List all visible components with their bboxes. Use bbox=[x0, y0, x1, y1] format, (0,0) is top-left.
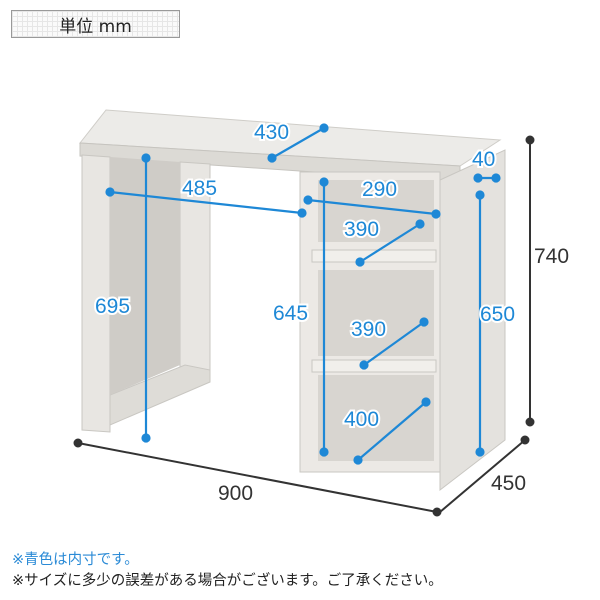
desk-illustration bbox=[79, 109, 506, 492]
dim-390-top: 390 bbox=[344, 218, 379, 241]
dim-485: 485 bbox=[182, 177, 217, 200]
outer-dimension-lines bbox=[73, 135, 535, 517]
dim-645: 645 bbox=[273, 302, 308, 325]
dim-290: 290 bbox=[362, 178, 397, 201]
dim-40: 40 bbox=[472, 148, 495, 171]
dim-650: 650 bbox=[480, 303, 515, 326]
notes: ※青色は内寸です。 ※サイズに多少の誤差がある場合がございます。ご了承ください。 bbox=[12, 550, 443, 592]
inner-dimension-lines bbox=[105, 123, 501, 465]
dim-430: 430 bbox=[254, 121, 289, 144]
note-inner-dimension: ※青色は内寸です。 bbox=[12, 552, 139, 568]
dim-695: 695 bbox=[95, 295, 130, 318]
dim-390-middle: 390 bbox=[351, 318, 386, 341]
dim-740: 740 bbox=[534, 245, 569, 268]
shelf-top bbox=[311, 249, 437, 263]
leg-frame-left-post bbox=[81, 154, 111, 433]
unit-label: 単位 mm bbox=[11, 10, 180, 38]
dim-450: 450 bbox=[491, 472, 526, 495]
dim-400: 400 bbox=[344, 408, 379, 431]
leg-frame-bottom-rail bbox=[109, 364, 211, 426]
note-size-tolerance: ※サイズに多少の誤差がある場合がございます。ご了承ください。 bbox=[12, 573, 443, 589]
dim-900: 900 bbox=[218, 482, 253, 505]
shelf-middle bbox=[311, 359, 437, 373]
